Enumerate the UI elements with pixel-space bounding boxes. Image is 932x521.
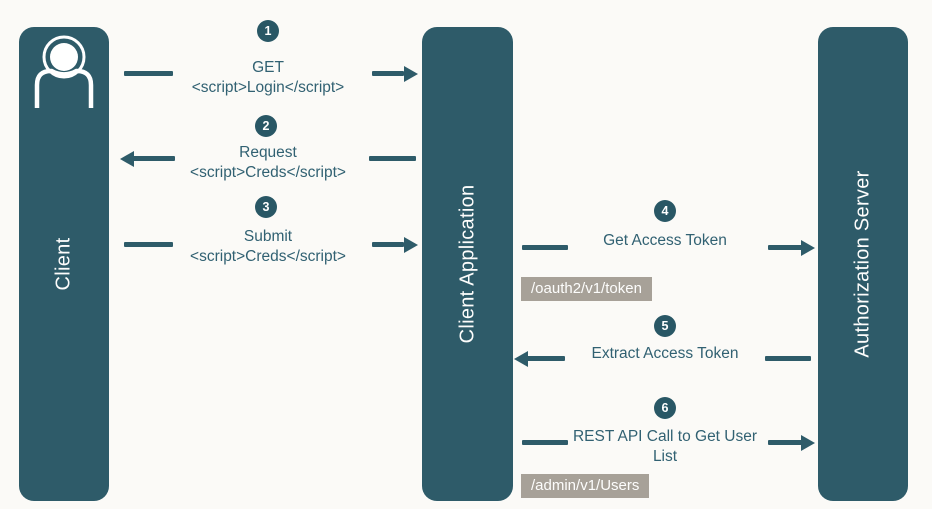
step-6-arrow-right-icon xyxy=(801,435,815,451)
step-2-number-badge: 2 xyxy=(255,115,277,137)
step-1-arrow-line xyxy=(372,71,404,76)
step-5-label: Extract Access Token xyxy=(591,345,739,362)
step-3-arrow-line xyxy=(372,242,404,247)
step-4-label: Get Access Token xyxy=(603,232,727,249)
step-1-connector-line xyxy=(124,71,173,76)
step-4-number-badge: 4 xyxy=(654,200,676,222)
step-5-arrow-left-icon xyxy=(514,351,528,367)
step-6-label: REST API Call to Get User List xyxy=(572,428,758,465)
step-4-arrow-right-icon xyxy=(801,240,815,256)
step-3-connector-line xyxy=(124,242,173,247)
step-1-arrow-right-icon xyxy=(404,66,418,82)
actor-bar-authorization-server: Authorization Server xyxy=(818,27,908,501)
step-6-connector-line xyxy=(522,440,568,445)
step-3-label: Submit <script>Creds</script> xyxy=(190,228,346,265)
actor-bar-client-application: Client Application xyxy=(422,27,513,501)
step-5-arrow-line xyxy=(527,356,565,361)
step-3-arrow-right-icon xyxy=(404,237,418,253)
bottom-margin xyxy=(0,509,932,521)
step-6-endpoint-badge: /admin/v1/Users xyxy=(521,474,650,498)
step-5-connector-line xyxy=(765,356,811,361)
person-icon xyxy=(34,35,94,108)
step-6-arrow-line xyxy=(768,440,802,445)
actor-label-client-application: Client Application xyxy=(456,184,478,344)
actor-bar-client: Client xyxy=(19,27,109,501)
step-5-number-badge: 5 xyxy=(654,315,676,337)
step-4-connector-line xyxy=(522,245,568,250)
actor-label-authorization-server: Authorization Server xyxy=(851,170,874,358)
step-2-connector-line xyxy=(369,156,416,161)
actor-label-client: Client xyxy=(52,237,75,291)
step-2-arrow-line xyxy=(133,156,175,161)
step-2-arrow-left-icon xyxy=(120,151,134,167)
step-2-label: Request <script>Creds</script> xyxy=(190,144,346,181)
step-4-endpoint-badge: /oauth2/v1/token xyxy=(521,277,652,301)
step-1-number-badge: 1 xyxy=(257,20,279,42)
step-4-arrow-line xyxy=(768,245,802,250)
step-6-number-badge: 6 xyxy=(654,397,676,419)
step-3-number-badge: 3 xyxy=(255,196,277,218)
step-1-label: GET <script>Login</script> xyxy=(191,59,345,96)
